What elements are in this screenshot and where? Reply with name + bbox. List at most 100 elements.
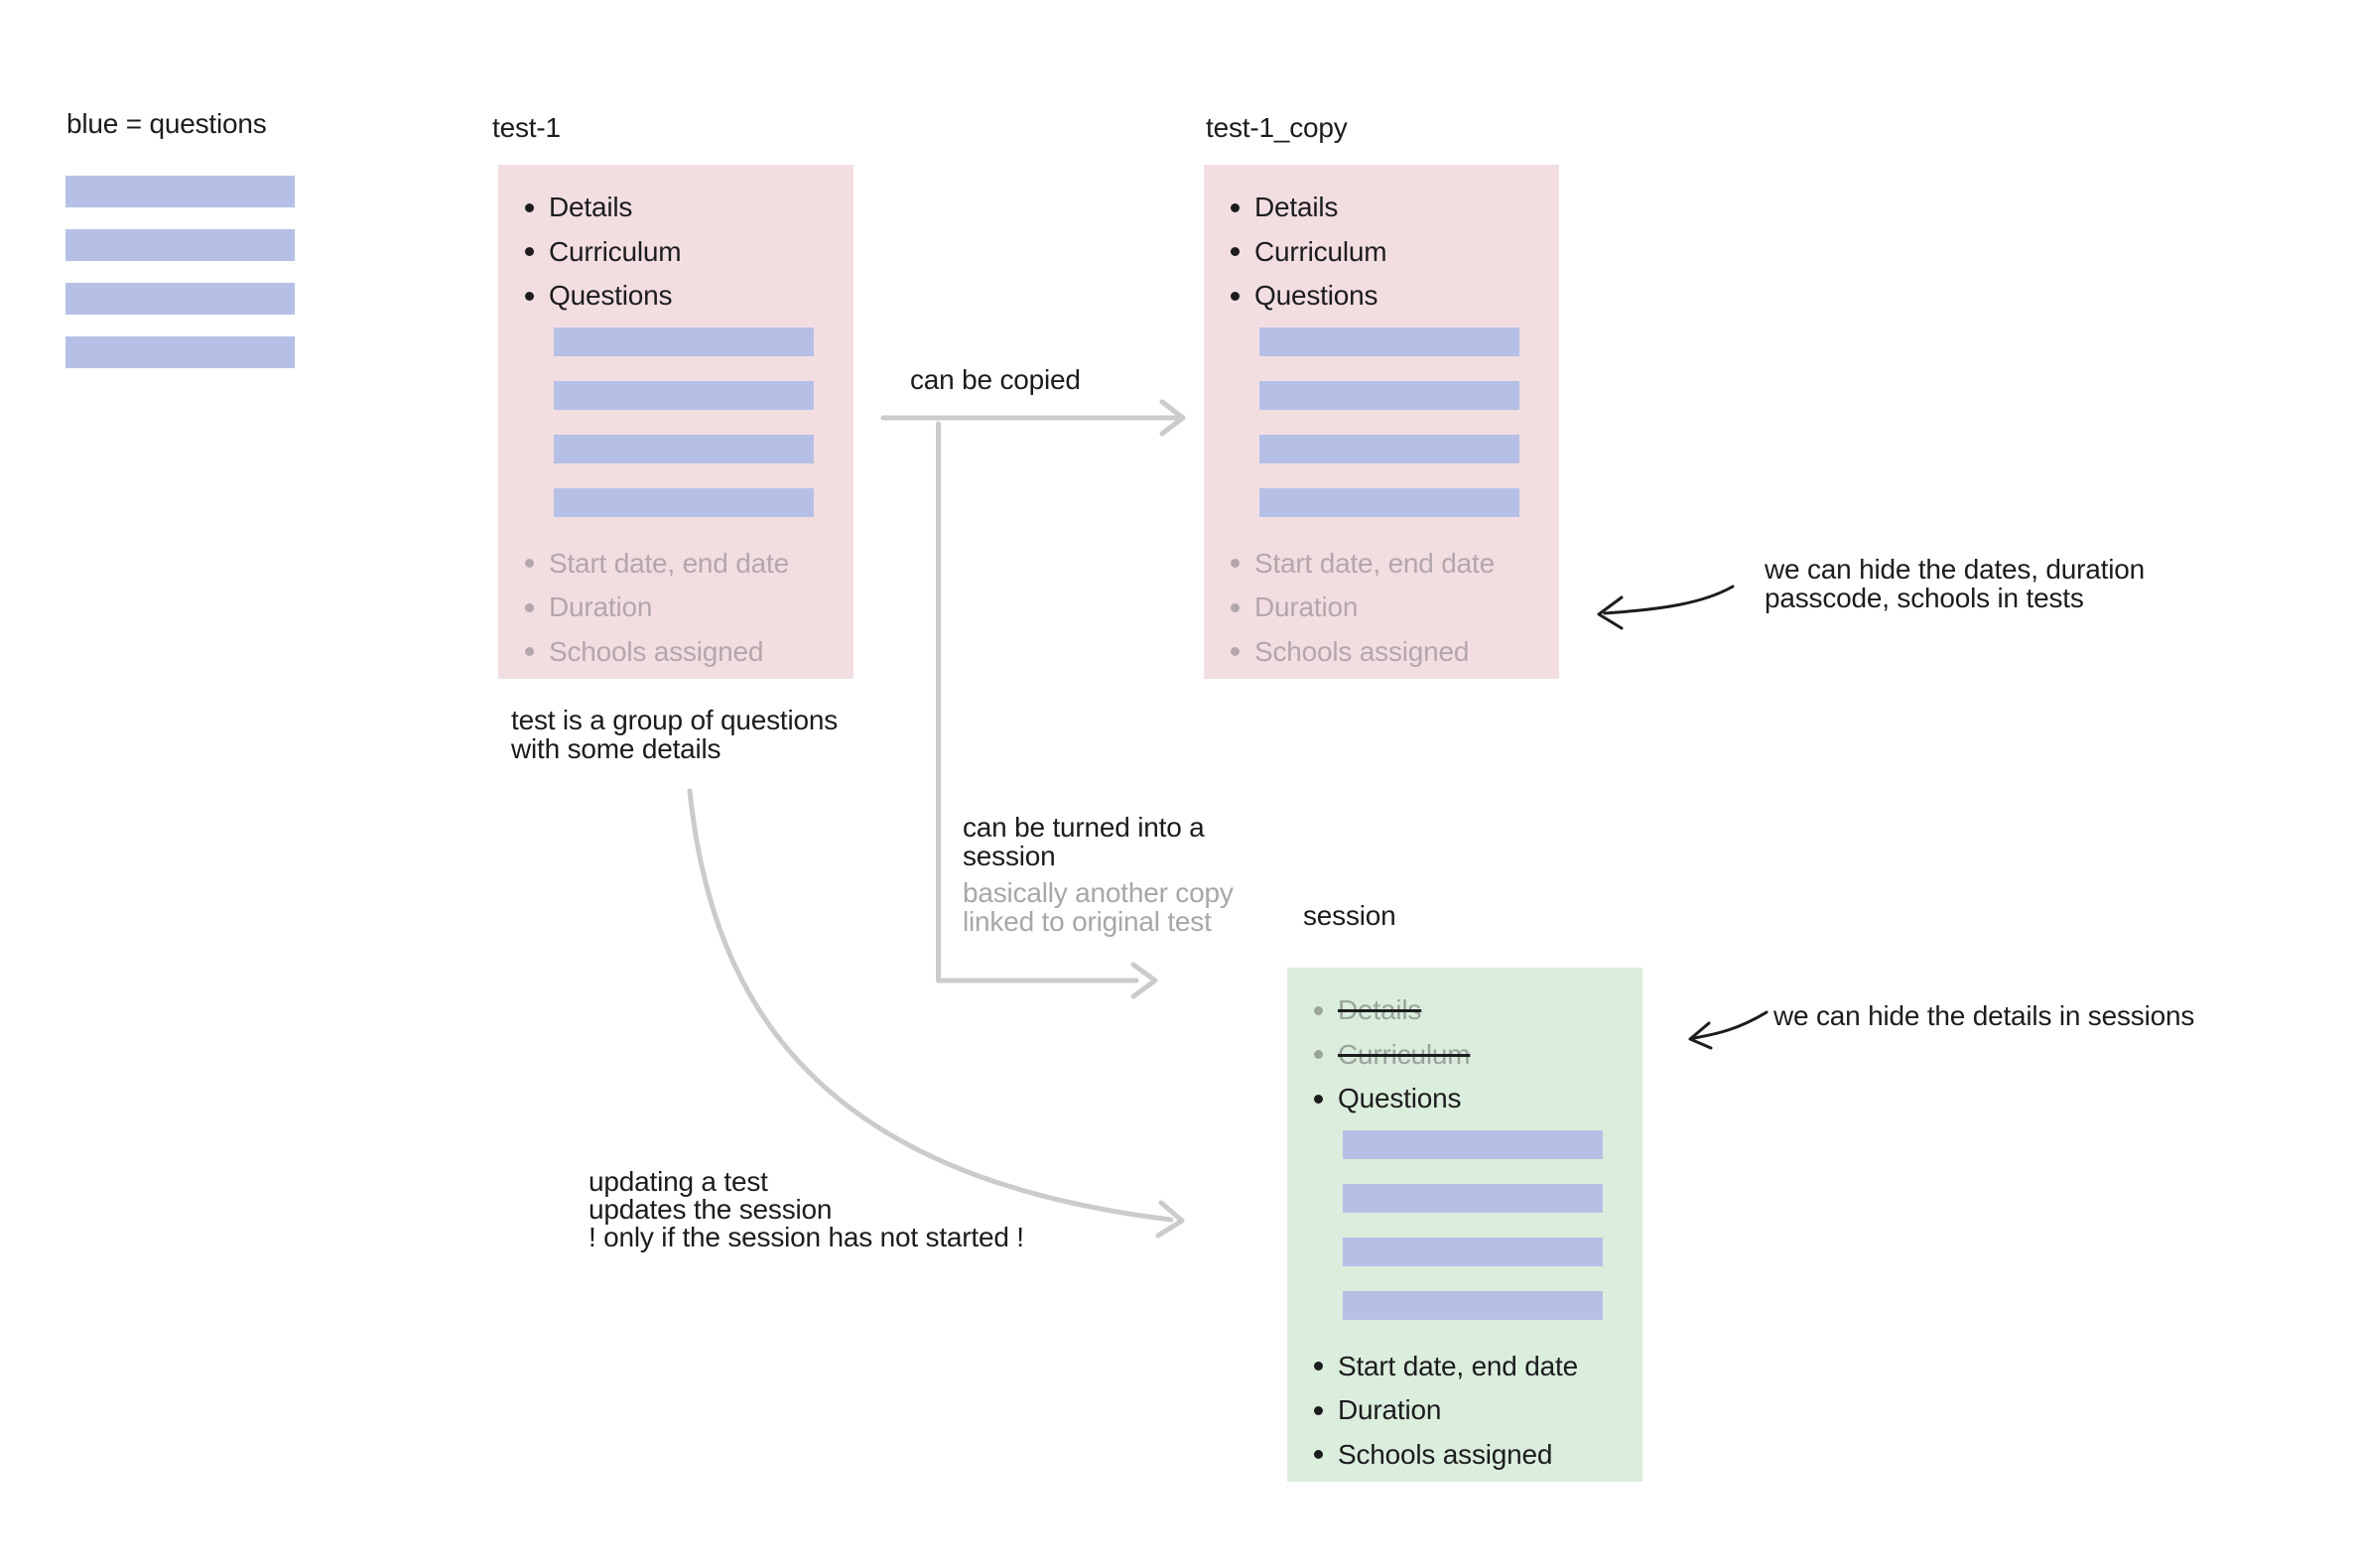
bullet-icon bbox=[1314, 1450, 1323, 1460]
list-item-label: Schools assigned bbox=[549, 635, 764, 667]
list-item: Start date, end date bbox=[1287, 1345, 1642, 1389]
question-bar bbox=[1259, 487, 1519, 517]
list-item: Details bbox=[498, 186, 853, 230]
test1-copy-muted-list: Start date, end date Duration Schools as… bbox=[1204, 542, 1559, 675]
test1-question-bars bbox=[554, 327, 853, 517]
bullet-icon bbox=[1231, 291, 1240, 301]
question-bar bbox=[1343, 1290, 1603, 1320]
bullet-icon bbox=[1314, 1362, 1323, 1372]
test1-box: Details Curriculum Questions Start date,… bbox=[498, 165, 853, 679]
question-bar bbox=[66, 229, 295, 261]
list-item-struck: Curriculum bbox=[1287, 1033, 1642, 1078]
list-item: Questions bbox=[1287, 1077, 1642, 1121]
list-item: Curriculum bbox=[498, 230, 853, 275]
test1-copy-box: Details Curriculum Questions Start date,… bbox=[1204, 165, 1559, 679]
legend-label: blue = questions bbox=[66, 108, 267, 139]
bullet-icon bbox=[525, 647, 534, 657]
hide-dates-annotation: we can hide the dates, duration passcode… bbox=[1765, 555, 2145, 612]
question-bar bbox=[1259, 434, 1519, 463]
list-item-label: Duration bbox=[549, 591, 653, 622]
hide-details-annotation: we can hide the details in sessions bbox=[1773, 1000, 2195, 1031]
list-item-label: Start date, end date bbox=[1254, 547, 1495, 579]
list-item-label: Start date, end date bbox=[549, 547, 789, 579]
question-bar bbox=[66, 176, 295, 207]
bullet-icon bbox=[525, 247, 534, 257]
bullet-icon bbox=[525, 291, 534, 301]
list-item-label: Start date, end date bbox=[1338, 1350, 1578, 1381]
bullet-icon bbox=[1231, 602, 1240, 612]
question-bar bbox=[66, 336, 295, 368]
note-line: updating a test bbox=[589, 1166, 768, 1197]
test1-copy-title: test-1_copy bbox=[1206, 112, 1348, 143]
test1-copy-active-list: Details Curriculum Questions bbox=[1204, 165, 1559, 319]
copy-arrow-head bbox=[1159, 399, 1186, 437]
hide-sessions-arrow-shaft bbox=[1692, 1010, 1768, 1040]
list-item-label: Curriculum bbox=[549, 235, 682, 267]
list-item-label: Curriculum bbox=[1254, 235, 1387, 267]
label-line: linked to original test bbox=[963, 906, 1212, 937]
bullet-icon bbox=[1314, 1094, 1323, 1104]
list-item: Details bbox=[1204, 186, 1559, 230]
list-item-label: Details bbox=[549, 192, 633, 222]
hide-sessions-arrow-head bbox=[1688, 1021, 1713, 1050]
question-bar bbox=[1259, 327, 1519, 356]
bullet-icon bbox=[525, 202, 534, 212]
question-bar bbox=[1343, 1237, 1603, 1266]
legend-question-bars bbox=[66, 176, 295, 390]
update-arrow-head bbox=[1155, 1200, 1185, 1239]
bullet-icon bbox=[1231, 647, 1240, 657]
label-line: can be turned into a bbox=[963, 812, 1205, 843]
test1-muted-list: Start date, end date Duration Schools as… bbox=[498, 542, 853, 675]
list-item: Schools assigned bbox=[1204, 630, 1559, 675]
note-line: updates the session bbox=[589, 1194, 833, 1225]
list-item: Questions bbox=[498, 274, 853, 319]
test1-copy-question-bars bbox=[1259, 327, 1559, 517]
label-line: basically another copy bbox=[963, 877, 1234, 908]
hide-tests-arrow-head bbox=[1597, 595, 1624, 630]
test1-caption: test is a group of questions with some d… bbox=[511, 706, 838, 763]
question-bar bbox=[554, 327, 814, 356]
bullet-icon bbox=[525, 602, 534, 612]
bullet-icon bbox=[1314, 1050, 1323, 1060]
list-item: Questions bbox=[1204, 274, 1559, 319]
list-item-label: Questions bbox=[549, 280, 673, 311]
list-item-label: Duration bbox=[1254, 591, 1359, 622]
bullet-icon bbox=[1231, 559, 1240, 569]
annotation-line: passcode, schools in tests bbox=[1765, 583, 2084, 613]
question-bar bbox=[1343, 1129, 1603, 1159]
hide-tests-arrow-shaft bbox=[1603, 585, 1735, 615]
list-item: Schools assigned bbox=[498, 630, 853, 675]
list-item: Curriculum bbox=[1204, 230, 1559, 275]
list-item-struck: Details bbox=[1287, 988, 1642, 1033]
question-bar bbox=[66, 283, 295, 315]
list-item-label: Schools assigned bbox=[1338, 1438, 1553, 1470]
caption-line: with some details bbox=[511, 733, 721, 764]
session-top-list: Details Curriculum Questions bbox=[1287, 968, 1642, 1121]
update-note: updating a test updates the session ! on… bbox=[589, 1168, 1024, 1251]
list-item: Duration bbox=[498, 586, 853, 630]
copy-arrow-label: can be copied bbox=[910, 364, 1081, 395]
session-box: Details Curriculum Questions Start date,… bbox=[1287, 968, 1642, 1482]
list-item: Start date, end date bbox=[498, 542, 853, 587]
turn-into-session-label: can be turned into a session bbox=[963, 813, 1205, 870]
session-question-bars bbox=[1343, 1129, 1642, 1320]
list-item-label: Details bbox=[1254, 192, 1339, 222]
list-item-label: Schools assigned bbox=[1254, 635, 1470, 667]
note-line: ! only if the session has not started ! bbox=[589, 1222, 1024, 1252]
caption-line: test is a group of questions bbox=[511, 705, 839, 735]
list-item-label: Questions bbox=[1338, 1083, 1462, 1113]
session-bottom-list: Start date, end date Duration Schools as… bbox=[1287, 1345, 1642, 1478]
question-bar bbox=[1343, 1183, 1603, 1213]
bullet-icon bbox=[525, 559, 534, 569]
bullet-icon bbox=[1314, 1005, 1323, 1015]
list-item-label: Curriculum bbox=[1338, 1038, 1471, 1070]
bullet-icon bbox=[1314, 1405, 1323, 1415]
question-bar bbox=[554, 487, 814, 517]
list-item: Duration bbox=[1287, 1388, 1642, 1433]
session-title: session bbox=[1303, 900, 1396, 931]
list-item: Schools assigned bbox=[1287, 1433, 1642, 1478]
turn-into-session-sublabel: basically another copy linked to origina… bbox=[963, 878, 1234, 936]
question-bar bbox=[1259, 380, 1519, 410]
list-item-label: Duration bbox=[1338, 1394, 1442, 1425]
